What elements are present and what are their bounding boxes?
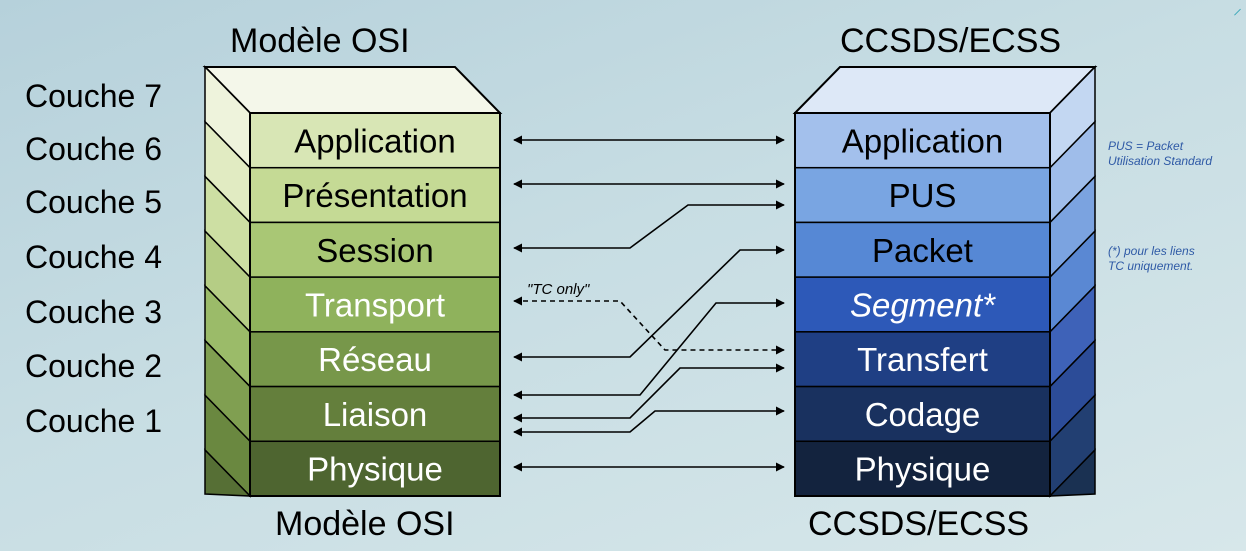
layer-connections [513,135,785,472]
osi-title-top: Modèle OSI [230,22,410,60]
pus-note-line-1: PUS = Packet [1108,139,1184,153]
couche-3-label: Couche 3 [25,294,162,330]
tc-only-label: "TC only" [527,281,590,298]
osi-layer-label: Session [316,232,433,269]
arrow-liaison-segment [513,298,785,400]
corner-decoration-icon: ⸝ [1233,0,1242,18]
osi-front-outline [249,112,501,497]
osi-layer-box [249,112,501,169]
ccsds-title-top: CCSDS/ECSS [840,22,1062,60]
ccsds-layer-label: Application [842,122,1003,159]
ccsds-top-face [792,66,1098,114]
tc-note-line-2: TC uniquement. [1108,259,1194,273]
couche-4-label: Couche 4 [25,239,162,275]
couche-6-label: Couche 6 [25,131,162,167]
ccsds-layer-label: Codage [865,396,981,433]
couche-5-label: Couche 5 [25,184,162,220]
osi-layer-box [249,166,501,224]
pus-note-line-2: Utilisation Standard [1108,154,1213,168]
couche-7-label: Couche 7 [25,78,162,114]
osi-layer-label: Physique [307,451,443,488]
osi-layer-box [249,440,501,497]
osi-layer-label: Transport [305,287,445,324]
osi-layer-box [249,276,501,333]
osi-layer-label: Application [294,122,455,159]
osi-layer-label: Réseau [318,341,432,378]
arrow-transport-transfert-tc-only [513,296,785,355]
osi-layer-label: Liaison [323,396,428,433]
ccsds-right-side-band [1048,448,1096,497]
osi-title-bottom: Modèle OSI [275,505,455,543]
ccsds-front-outline [794,112,1051,497]
arrow-liaison-codage [513,406,785,437]
couche-2-label: Couche 2 [25,348,162,384]
ccsds-layer-label: Physique [855,451,991,488]
ccsds-layer-label: Packet [872,232,973,269]
arrow-session-pus [513,200,785,253]
ccsds-layer-label: PUS [889,177,957,214]
tc-note-line-1: (*) pour les liens [1108,244,1195,258]
osi-stack: ApplicationPrésentationSessionTransportR… [202,65,503,498]
osi-layer-box [249,221,501,278]
osi-left-side-band [204,448,252,497]
ccsds-layer-label: Transfert [857,341,988,378]
ccsds-title-bottom: CCSDS/ECSS [808,505,1030,543]
osi-layer-label: Présentation [282,177,467,214]
ccsds-layer-box [794,331,1051,388]
ccsds-layer-box [794,166,1051,224]
ccsds-layer-label: Segment* [850,287,996,324]
couche-1-label: Couche 1 [25,403,162,439]
osi-top-face [202,66,503,114]
